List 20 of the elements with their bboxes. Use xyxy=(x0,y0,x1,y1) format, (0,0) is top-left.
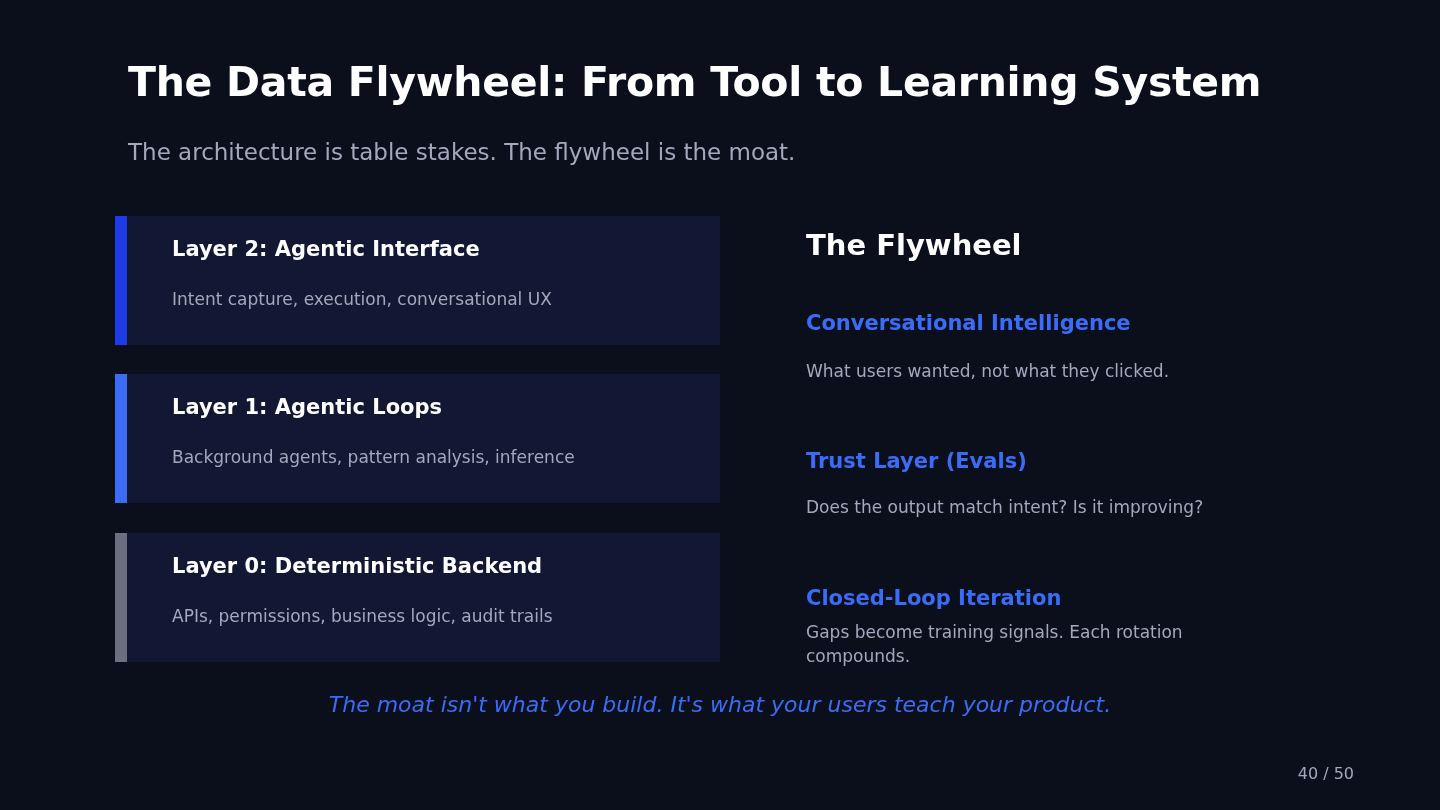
subtitle: The architecture is table stakes. The flywheel is the moat. xyxy=(128,138,796,167)
page-number: 40 / 50 xyxy=(1297,763,1354,785)
slide-title: The Data Flywheel: From Tool to Learning System xyxy=(128,58,1262,106)
tagline: The moat isn't what you build. It's what your users teach your product. xyxy=(328,691,1112,719)
item-heading: Closed-Loop Iteration xyxy=(806,585,1062,612)
layer-heading: Layer 1: Agentic Loops xyxy=(172,394,444,421)
layer-card xyxy=(115,374,720,503)
layer-heading: Layer 0: Deterministic Backend xyxy=(172,553,544,580)
layer-card xyxy=(115,216,720,345)
section-heading: The Flywheel xyxy=(806,227,1022,263)
layer-card xyxy=(115,533,720,662)
layer-description: Background agents, pattern analysis, inference xyxy=(172,446,576,469)
layer-heading: Layer 2: Agentic Interface xyxy=(172,236,481,263)
item-description: What users wanted, not what they clicked. xyxy=(806,360,1171,383)
layer-description: APIs, permissions, business logic, audit trails xyxy=(172,605,554,628)
item-heading: Trust Layer (Evals) xyxy=(806,448,1027,475)
item-heading: Conversational Intelligence xyxy=(806,310,1131,337)
layer-description: Intent capture, execution, conversational UX xyxy=(172,288,553,311)
item-description: Gaps become training signals. Each rotation compounds. xyxy=(806,621,1184,668)
item-description: Does the output match intent? Is it improving? xyxy=(806,496,1205,519)
